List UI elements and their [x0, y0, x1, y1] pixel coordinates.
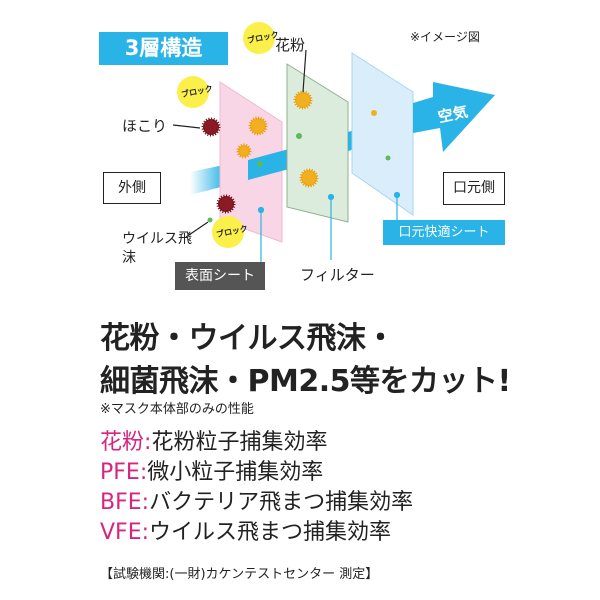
mouth-side-label: 口元側	[443, 172, 505, 205]
efficiency-key: VFE	[100, 520, 142, 545]
test-institution-note: 【試験機関:(一財)カケンテストセンター 測定】	[100, 567, 379, 582]
efficiency-key: 花粉	[100, 430, 145, 455]
surface-sheet-label: 表面シート	[175, 262, 265, 290]
air-arrow	[413, 82, 495, 152]
outside-label: 外側	[103, 172, 161, 204]
block-badges	[177, 22, 275, 248]
efficiency-row: PFE:微小粒子捕集効率	[100, 454, 323, 486]
image-note: ※イメージ図	[410, 30, 480, 44]
air-label: 空気	[436, 102, 469, 126]
efficiency-key: BFE	[100, 490, 142, 515]
comfort-sheet-layer	[351, 52, 414, 216]
headline-line-2: 細菌飛沫・PM2.5等をカット!	[100, 364, 511, 399]
virus-particles	[207, 133, 391, 223]
efficiency-row: BFE:バクテリア飛まつ捕集効率	[100, 484, 413, 516]
efficiency-value: バクテリア飛まつ捕集効率	[149, 490, 414, 515]
headline-line-1: 花粉・ウイルス飛沫・	[100, 321, 396, 356]
efficiency-sep: :	[139, 460, 148, 485]
dust-particles	[201, 117, 236, 214]
three-layer-diagram: 空気 ブロック ブロック ブロック	[172, 22, 495, 262]
comfort-sheet-label: 口元快適シート	[383, 220, 505, 245]
efficiency-value: ウイルス飛まつ捕集効率	[149, 520, 392, 545]
performance-note: ※マスク本体部のみの性能	[100, 402, 254, 417]
virus-droplet-label: ウイルス飛沫	[122, 231, 192, 266]
efficiency-value: 花粉粒子捕集効率	[151, 430, 328, 455]
filter-layer	[286, 63, 349, 223]
efficiency-row: VFE:ウイルス飛まつ捕集効率	[100, 514, 391, 546]
filter-label: フィルター	[300, 266, 375, 284]
pollen-particle-small	[371, 110, 377, 116]
efficiency-row: 花粉:花粉粒子捕集効率	[100, 424, 327, 456]
efficiency-sep: :	[144, 430, 152, 455]
pollen-label: 花粉	[275, 36, 306, 54]
efficiency-value: 微小粒子捕集効率	[147, 460, 324, 485]
three-layer-title: 3層構造	[99, 32, 228, 65]
leader-lines	[172, 49, 307, 238]
pollen-particles	[236, 90, 319, 188]
layer-pointer-lines	[257, 191, 401, 262]
efficiency-sep: :	[141, 520, 150, 545]
efficiency-key: PFE	[100, 460, 140, 485]
dust-label: ほこり	[122, 117, 168, 135]
efficiency-sep: :	[141, 490, 150, 515]
